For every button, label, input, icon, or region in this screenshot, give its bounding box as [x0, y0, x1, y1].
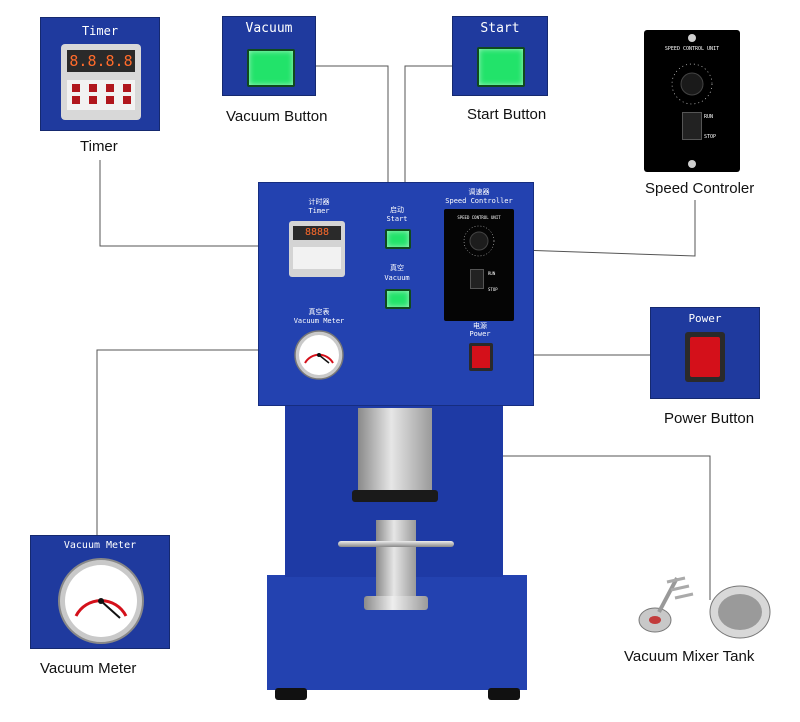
power-panel-title: Power — [688, 312, 722, 325]
speed-caption: Speed Controler — [645, 180, 755, 197]
power-callout-panel: Power — [650, 307, 760, 399]
tank-line — [428, 455, 711, 600]
timer-caption: Timer — [80, 138, 118, 155]
screw-icon — [688, 34, 696, 42]
start-button-icon — [477, 47, 525, 87]
timer-display: 8888 — [289, 221, 345, 277]
shaft-flange — [364, 596, 428, 610]
lift-handle[interactable] — [338, 541, 454, 547]
speed-knob[interactable] — [459, 223, 499, 259]
power-caption: Power Button — [664, 410, 755, 427]
control-panel: 计时器 Timer 8888 启动 Start 真空 Vacuum 调速器 Sp… — [258, 182, 534, 406]
timer-callout-panel: Timer 8.8.8.8 — [40, 17, 160, 131]
power-switch[interactable] — [469, 343, 493, 371]
start-panel-title: Start — [480, 21, 520, 36]
speed-unit-label: SPEED CONTROL UNIT — [664, 46, 720, 52]
start-line — [404, 65, 452, 234]
start-en-label: Start — [386, 215, 408, 223]
vacuum-caption: Vacuum Button — [226, 108, 328, 125]
speed-line — [519, 200, 696, 257]
speed-controller-callout-panel: SPEED CONTROL UNIT RUN STOP — [644, 30, 740, 172]
stop-label: STOP — [488, 287, 498, 292]
timer-cn-label: 计时器 — [308, 198, 330, 206]
vacuum-en-label: Vacuum — [384, 274, 410, 282]
run-stop-switch-icon — [682, 112, 702, 140]
start-caption: Start Button — [467, 106, 547, 123]
tank-caption: Vacuum Mixer Tank — [624, 648, 755, 665]
power-en-label: Power — [469, 330, 491, 338]
vacuum-gauge — [294, 330, 344, 380]
speed-run-label: RUN — [704, 114, 714, 120]
speed-cn-label: 调速器 — [468, 188, 490, 196]
vacuum-cn-label: 真空 — [390, 264, 404, 272]
vacuum-callout-panel: Vacuum — [222, 16, 316, 96]
machine-foot — [488, 688, 520, 700]
meter-caption: Vacuum Meter — [40, 660, 137, 677]
speed-controller-unit: SPEED CONTROL UNIT RUN STOP — [444, 209, 514, 321]
run-stop-switch[interactable] — [470, 269, 484, 289]
timer-line — [99, 160, 290, 247]
speed-unit-text: SPEED CONTROL UNIT — [457, 215, 501, 220]
start-cn-label: 启动 — [390, 206, 404, 214]
timer-device-icon: 8.8.8.8 — [61, 44, 141, 120]
meter-en-label: Vacuum Meter — [293, 317, 345, 325]
power-cn-label: 电源 — [473, 322, 487, 330]
lift-shaft — [376, 520, 416, 600]
timer-panel-title: Timer — [81, 24, 119, 38]
mixer-tank-icon — [638, 576, 771, 639]
speed-dial-icon — [671, 63, 713, 105]
meter-cn-label: 真空表 — [308, 308, 330, 316]
meter-panel-title: Vacuum Meter — [63, 540, 137, 551]
machine-foot — [275, 688, 307, 700]
speed-en-label: Speed Controller — [445, 197, 513, 205]
power-switch-icon — [685, 332, 725, 382]
vacuum-button-icon — [247, 49, 295, 87]
vacuum-button[interactable] — [385, 289, 411, 309]
speed-stop-label: STOP — [704, 134, 717, 140]
start-button[interactable] — [385, 229, 411, 249]
mixing-tank — [358, 408, 432, 500]
screw-icon — [688, 160, 696, 168]
meter-line — [96, 349, 300, 535]
run-label: RUN — [488, 271, 496, 276]
start-callout-panel: Start — [452, 16, 548, 96]
meter-callout-panel: Vacuum Meter — [30, 535, 170, 649]
vacuum-gauge-icon — [58, 558, 144, 644]
tank-seal-ring — [352, 490, 438, 502]
timer-en-label: Timer — [308, 207, 330, 215]
vacuum-panel-title: Vacuum — [245, 21, 293, 36]
vacuum-line — [306, 65, 389, 234]
